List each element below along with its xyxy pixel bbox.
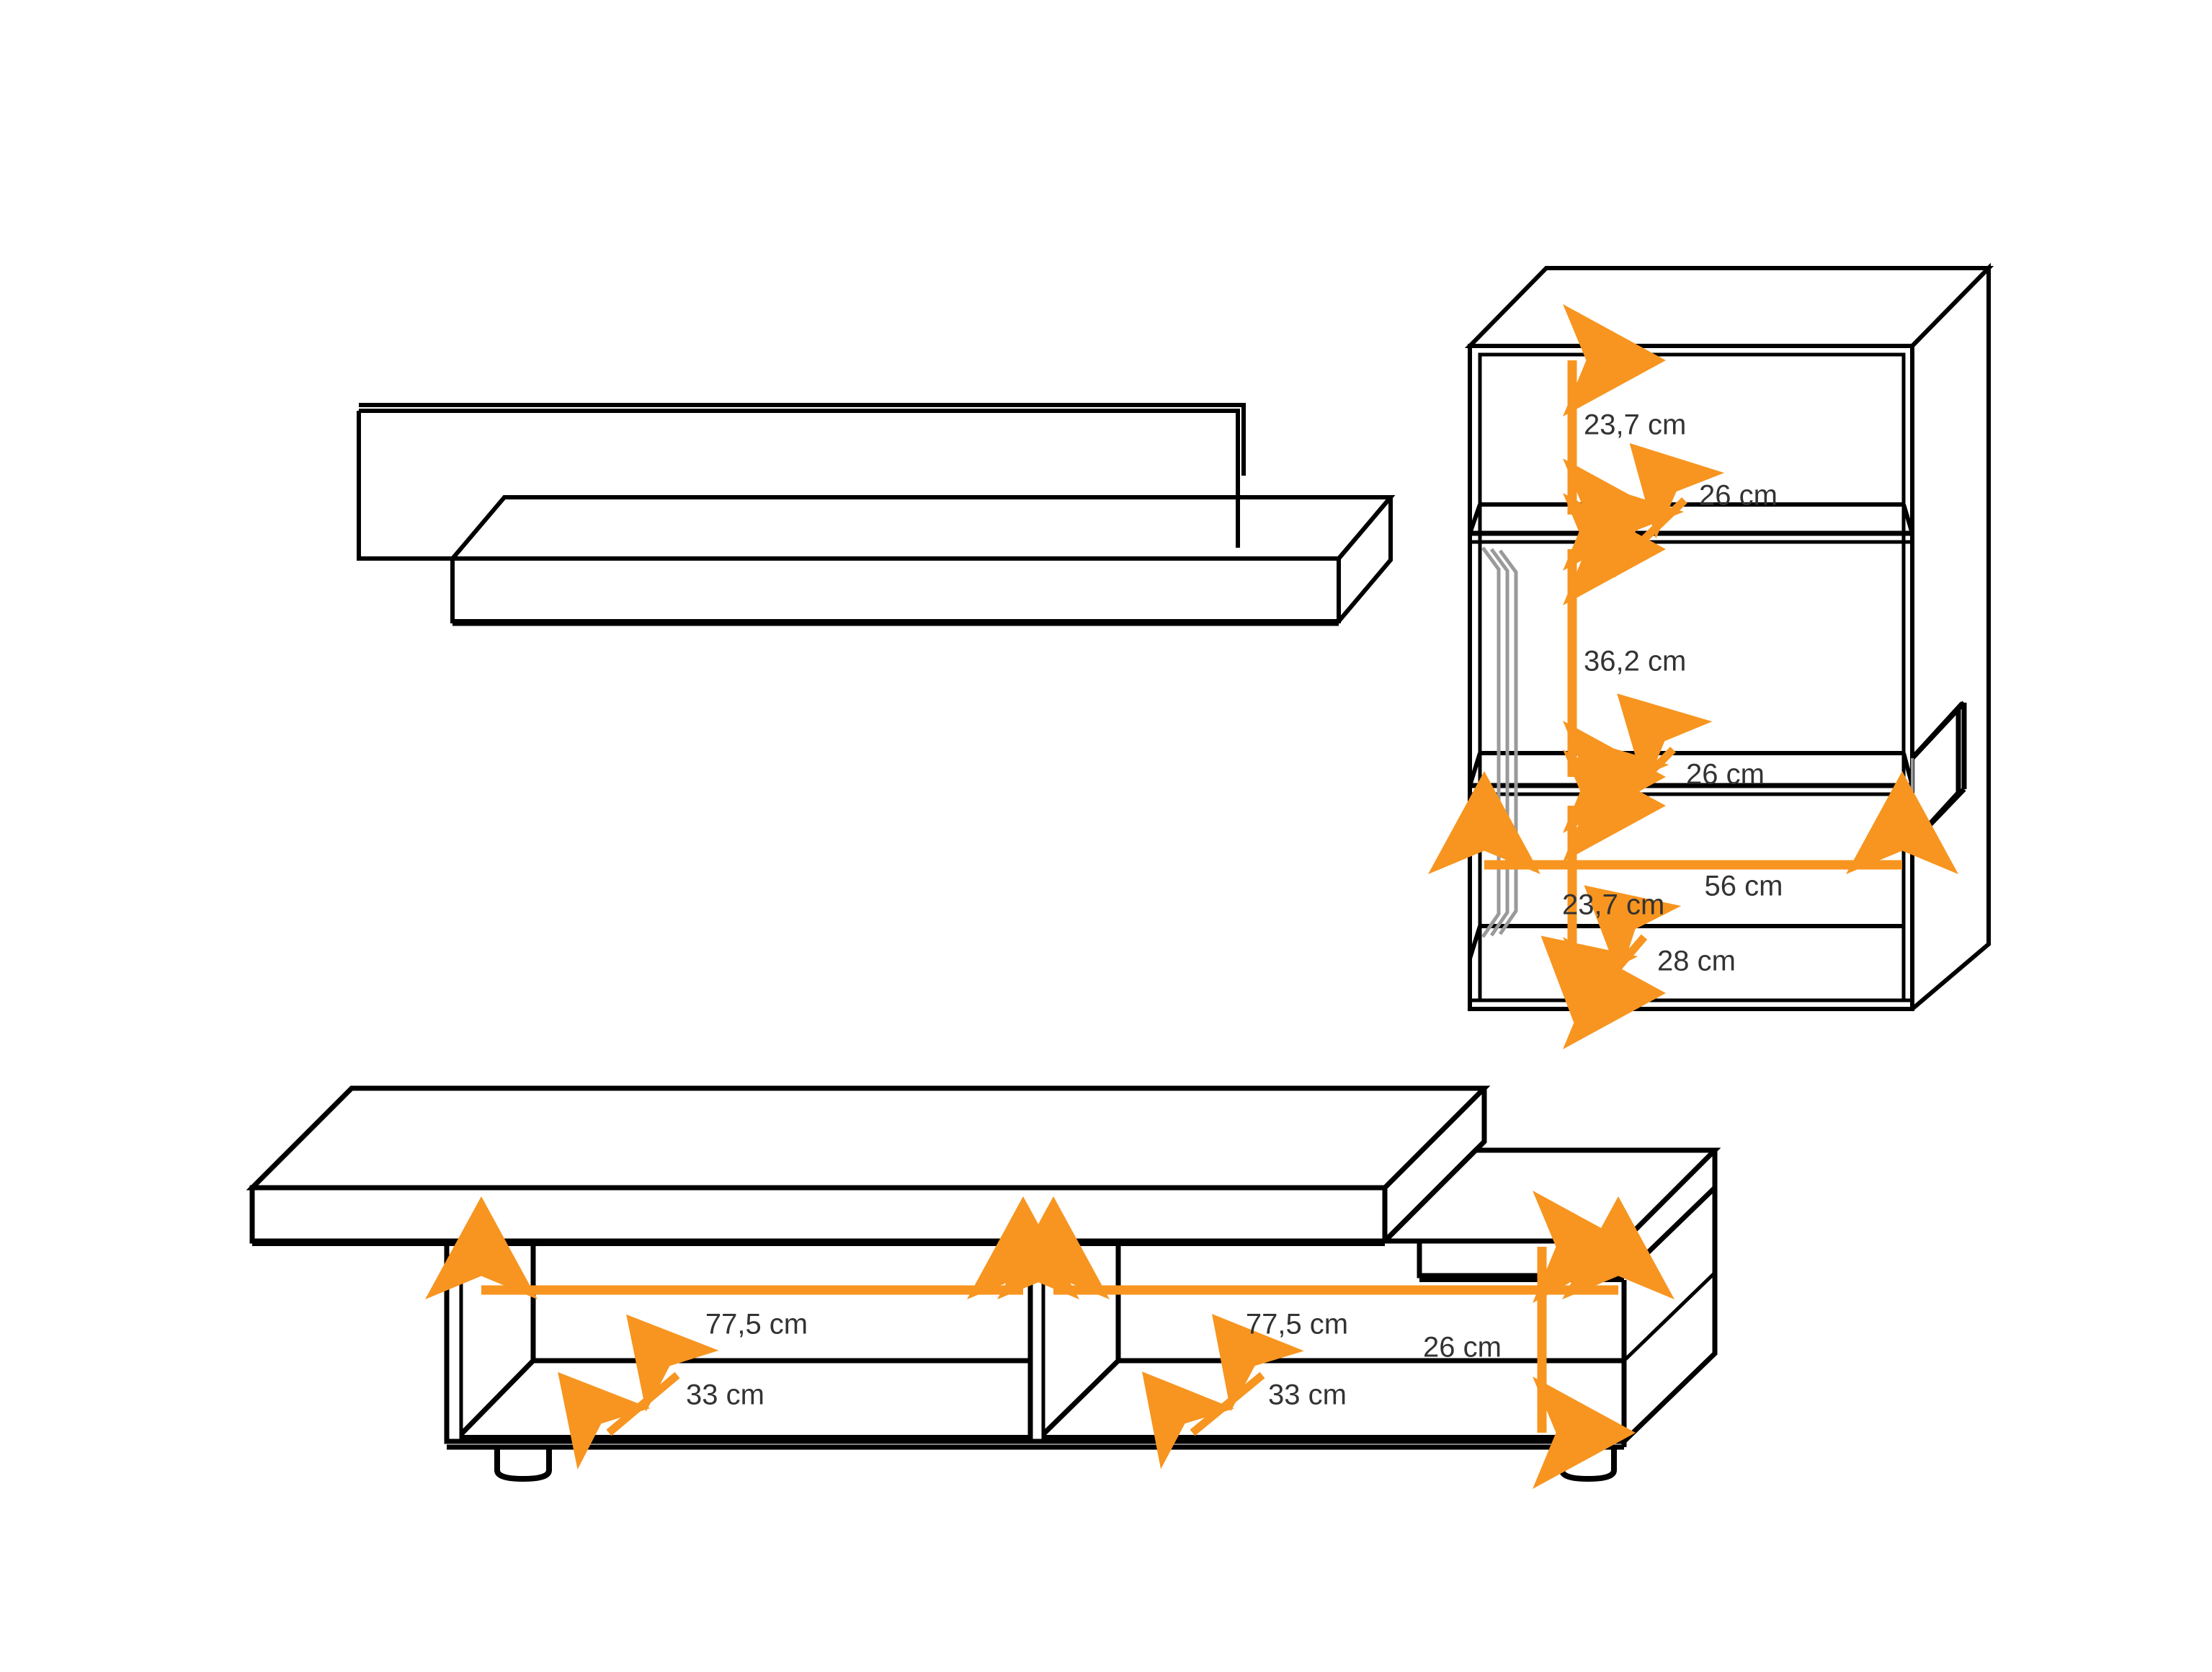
wall-shelf-drawing [357,403,1396,626]
tv-stand-drawing [246,1085,1721,1482]
tv-stand-depth-arrows [558,1314,1304,1469]
dim-label-tv-height: 26 cm [1423,1332,1502,1364]
cabinet-glass-door-left [1481,546,1518,938]
dim-label-cab-middle-height: 36,2 cm [1584,646,1686,677]
shelf-back-panel-outline [359,403,1246,476]
tv-step-slab-top-face [1378,1147,1721,1244]
tv-step-slab-front-face [1417,1241,1627,1279]
cabinet-dimension-arrows [1428,304,1958,1049]
shelf-slab-right-top-edge [1337,496,1393,560]
dim-label-cab-middle-depth: 26 cm [1686,759,1765,791]
tv-left-compartment-back-wall [530,1244,1030,1364]
cabinet-upper-shelf-right-bevel [1901,504,1914,534]
dim-label-tv-left-width: 77,5 cm [705,1309,808,1340]
cabinet-top-face [1464,266,1994,348]
dim-arrow-cab-upper-depth [1589,443,1725,578]
cabinet-inner-carcass [1478,352,1906,1002]
dim-arrow-tv-right-depth [1142,1314,1304,1469]
dim-label-tv-left-depth: 33 cm [686,1379,764,1411]
tv-left-compartment-floor-bevel [459,1358,535,1436]
shelf-back-panel-left-edge [357,411,452,561]
dim-label-cab-lower-height: 23,7 cm [1562,889,1664,921]
shelf-slab-front-face [450,556,1341,623]
dim-arrow-tv-left-depth [558,1314,719,1469]
tv-foot-left [494,1447,552,1482]
tv-right-compartment-floor-bevel [1041,1358,1120,1436]
cabinet-depth-arrows [1540,443,1725,1029]
shelf-slab-top-face [447,495,1396,561]
tv-carcass-right-side [1622,1188,1718,1444]
cabinet-front-carcass [1468,344,1914,1011]
dim-arrow-cab-lower-depth [1540,885,1682,1029]
cabinet-upper-shelf-left-bevel [1468,504,1482,534]
tv-top-slab-top-face [246,1085,1491,1191]
shelf-slab-right-face [1337,497,1393,623]
cabinet-right-side-face [1910,262,1991,1011]
dim-label-cab-width: 56 cm [1705,871,1783,902]
dim-arrow-cab-middle-depth [1574,693,1713,832]
tv-foot-right [1559,1447,1617,1482]
dim-label-cab-lower-depth: 28 cm [1657,946,1736,977]
dim-label-tv-right-depth: 33 cm [1268,1379,1347,1411]
tv-step-slab-right-face [1622,1150,1718,1278]
tv-top-slab-front-face [249,1185,1388,1244]
cabinet-bottom-shelf-left-bevel [1468,925,1482,959]
tv-top-slab-right-face [1383,1088,1487,1243]
shelf-back-panel-top-edge [359,409,1240,476]
dim-label-cab-upper-depth: 26 cm [1699,480,1778,512]
dim-label-tv-right-width: 77,5 cm [1246,1309,1348,1340]
cabinet-door-right [1910,701,1967,845]
dim-label-cab-upper-height: 23,7 cm [1584,409,1686,441]
tv-stand-dimension-arrows [425,1191,1674,1489]
tv-right-compartment-back-wall [1115,1244,1624,1364]
tv-right-compartment-back-right-bevel [1623,1271,1716,1362]
